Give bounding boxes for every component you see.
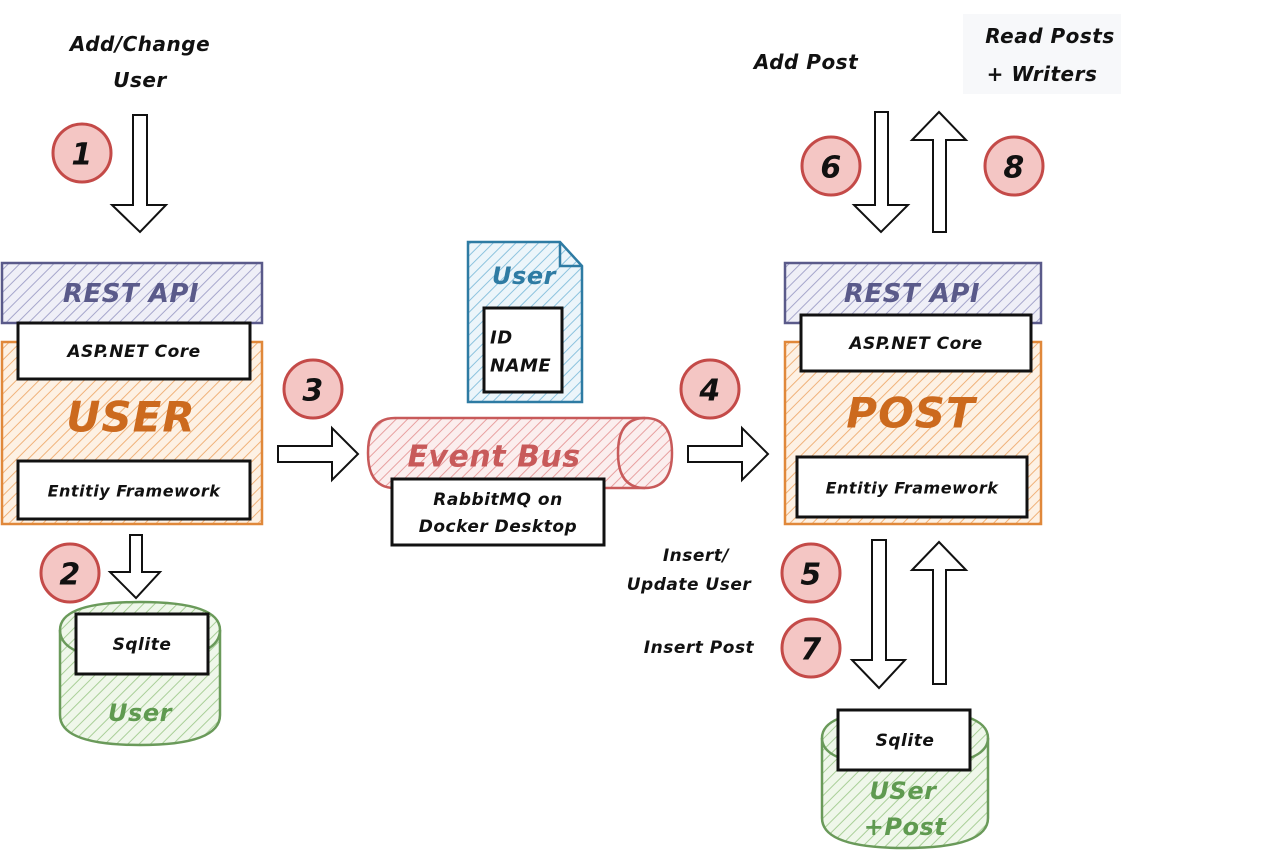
step-badge-4: 4 (679, 358, 741, 420)
arrow-step5-7-down (849, 539, 908, 690)
step-badge-2: 2 (39, 542, 101, 604)
left-framework-box: ASP.NET Core (16, 321, 252, 381)
right-database: Sqlite USer +Post (820, 708, 990, 850)
step-number-6: 6 (820, 151, 841, 186)
right-db-name-line1: USer (870, 777, 939, 805)
event-bus-pipe: Event Bus (366, 416, 674, 490)
broker-host-line2: Docker Desktop (419, 517, 577, 537)
message-title: User (492, 262, 558, 290)
step-number-2: 2 (59, 558, 80, 593)
right-service-name: POST (846, 389, 978, 438)
left-service-name: USER (66, 393, 195, 442)
step-number-5: 5 (800, 558, 821, 593)
right-rest-api-layer: REST API (783, 261, 1043, 325)
insert-update-line2: Update User (627, 575, 753, 595)
step-number-3: 3 (302, 374, 323, 409)
step-number-4: 4 (698, 374, 720, 409)
insert-post-label: Insert Post (644, 638, 755, 658)
right-rest-api-label: REST API (844, 279, 980, 309)
step-badge-8: 8 (983, 135, 1045, 197)
arrow-step8-up (909, 110, 969, 233)
arrow-step2-down (107, 534, 163, 600)
read-posts-label: Read Posts + Writers (963, 14, 1121, 94)
left-db-name: User (108, 699, 174, 727)
read-posts-line1: Read Posts (985, 24, 1115, 48)
broker-host-box: RabbitMQ on Docker Desktop (390, 477, 606, 547)
left-trigger-line1: Add/Change (68, 32, 210, 56)
message-field-name: NAME (490, 356, 551, 377)
step-badge-1: 1 (51, 122, 113, 184)
left-trigger-label: Add/Change User (68, 32, 210, 92)
step-badge-5: 5 (780, 542, 842, 604)
arrow-step6-down (851, 111, 911, 234)
left-rest-api-layer: REST API (0, 261, 264, 325)
step-badge-7: 7 (780, 617, 842, 679)
insert-update-line1: Insert/ (663, 546, 731, 566)
arrow-step4-right (687, 425, 770, 483)
message-field-id: ID (490, 328, 513, 349)
left-orm-box: Entitiy Framework (16, 459, 252, 521)
left-orm-label: Entitiy Framework (48, 482, 222, 501)
right-orm-box: Entitiy Framework (795, 455, 1029, 519)
right-framework-label: ASP.NET Core (847, 334, 982, 354)
event-bus-name: Event Bus (407, 440, 580, 475)
step-badge-3: 3 (282, 358, 344, 420)
right-orm-label: Entitiy Framework (826, 479, 1000, 498)
add-post-label: Add Post (752, 50, 859, 74)
insert-update-user-label: Insert/ Update User (627, 546, 753, 595)
step-badge-6: 6 (800, 135, 862, 197)
step-number-7: 7 (800, 633, 821, 668)
right-db-engine-label: Sqlite (876, 731, 935, 751)
left-database: Sqlite User (58, 600, 222, 747)
right-framework-box: ASP.NET Core (799, 313, 1033, 373)
left-framework-label: ASP.NET Core (65, 342, 200, 362)
arrow-step1-down (109, 114, 169, 234)
arrow-step3-right (277, 425, 360, 483)
broker-host-line1: RabbitMQ on (433, 490, 562, 510)
step-number-1: 1 (71, 138, 92, 173)
read-posts-line2: + Writers (987, 62, 1098, 86)
left-rest-api-label: REST API (63, 279, 199, 309)
step-number-8: 8 (1003, 151, 1024, 186)
user-message-document: User ID NAME (466, 240, 584, 404)
arrow-db-read-up (909, 540, 969, 685)
left-trigger-line2: User (113, 68, 167, 92)
left-db-engine-label: Sqlite (113, 635, 172, 655)
right-db-name-line2: +Post (864, 813, 947, 841)
